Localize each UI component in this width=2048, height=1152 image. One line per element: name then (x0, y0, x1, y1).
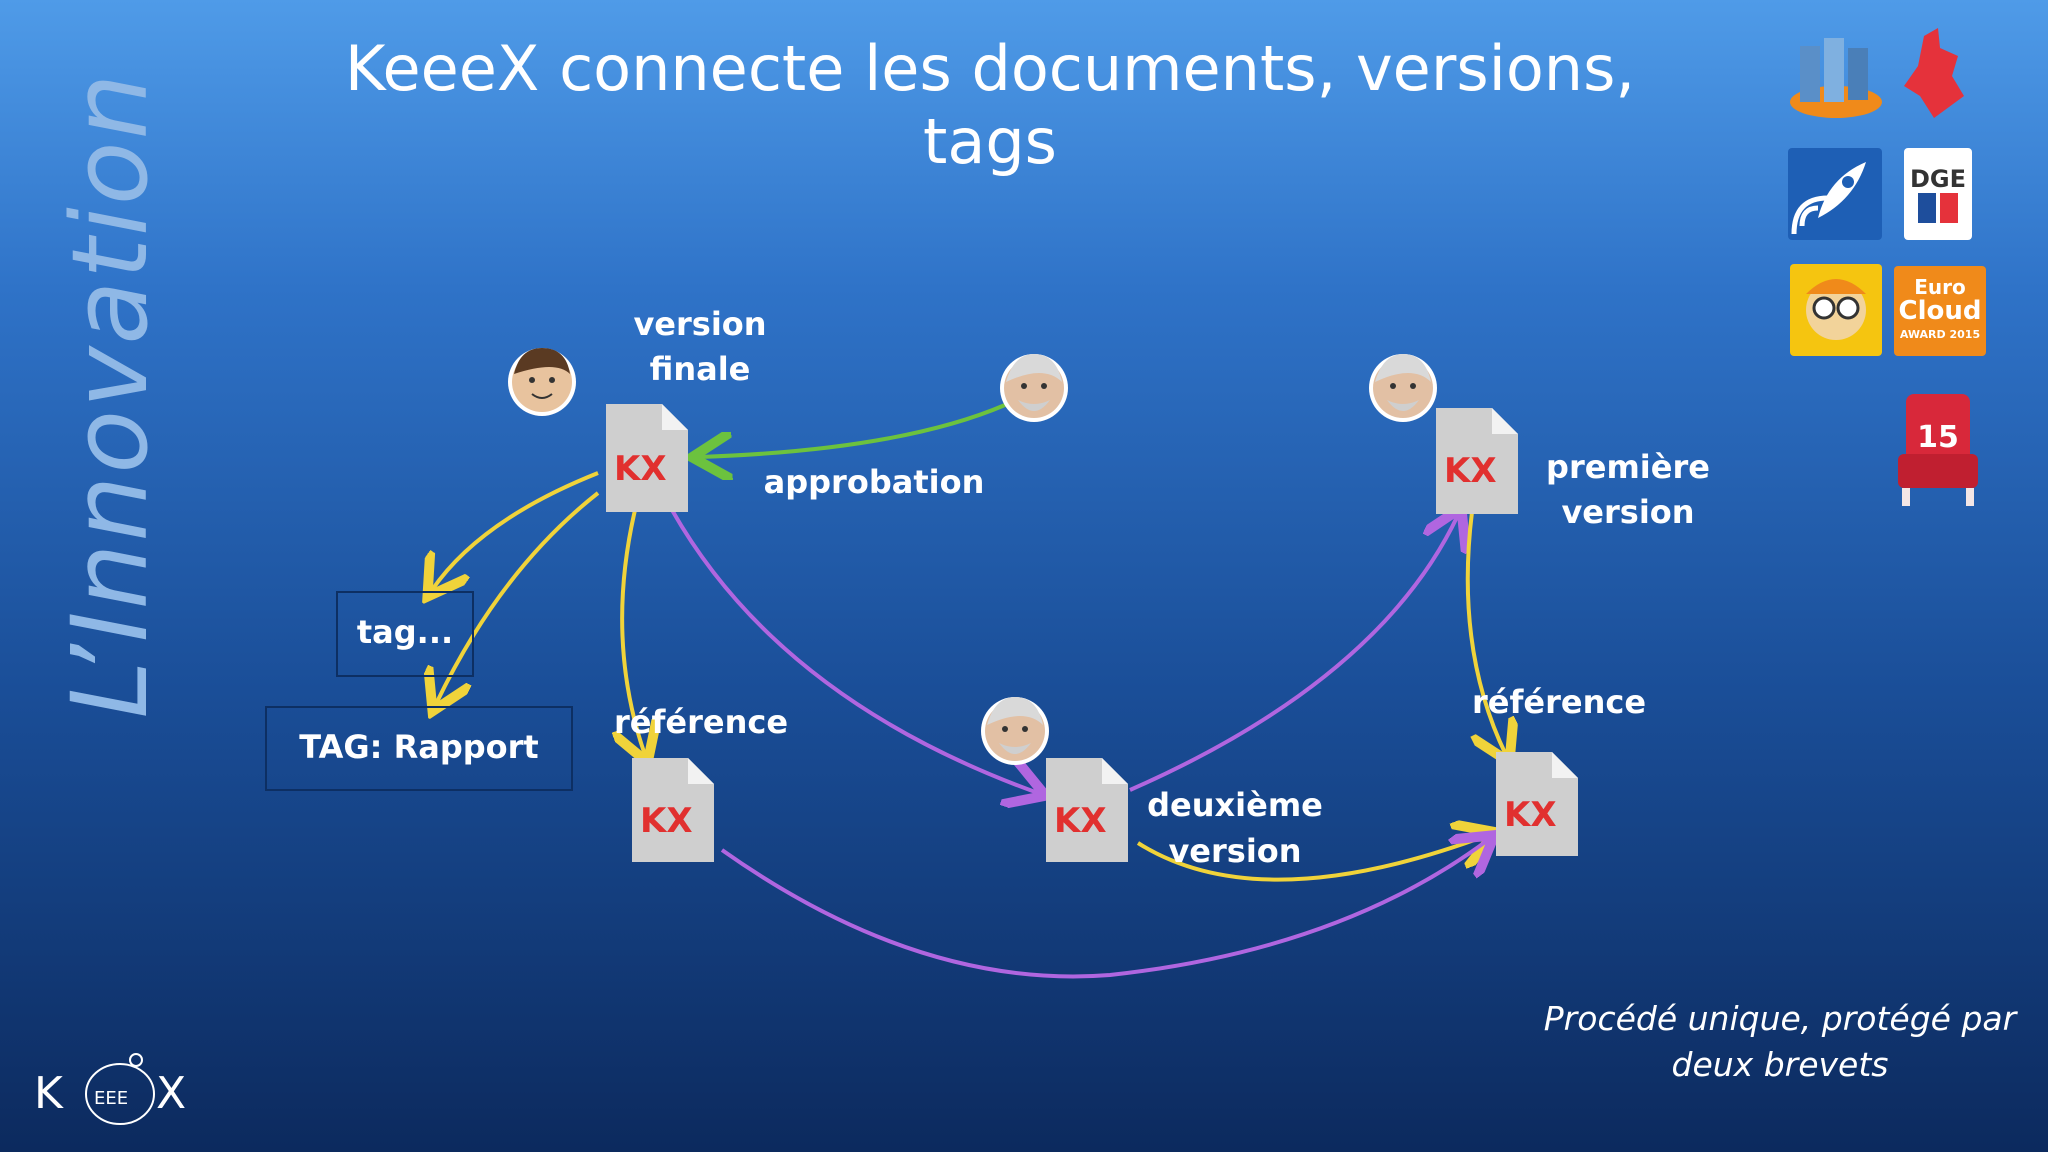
svg-text:KX: KX (1444, 451, 1497, 491)
logo-x: X (156, 1068, 186, 1119)
tag-rapport-box (265, 706, 573, 791)
eurocloud-line3: AWARD 2015 (1899, 328, 1981, 341)
document-version-finale-icon: KX (606, 404, 688, 512)
footnote-line1: Procédé unique, protégé par (1543, 999, 2017, 1038)
label-version-finale-line2: finale (650, 350, 751, 388)
rocket-icon (1791, 162, 1866, 235)
document-premiere-version-icon: KX (1436, 408, 1518, 514)
edge-deuxieme-to-premiere (1129, 515, 1458, 792)
logo-k: K (34, 1068, 64, 1119)
badge-rocket (1788, 148, 1882, 240)
document-deuxieme-version-icon: KX (1046, 758, 1128, 862)
dge-label: DGE (1909, 165, 1966, 193)
edge-tag-generic (432, 471, 599, 590)
label-reference-right: référence (1472, 683, 1646, 721)
label-version-finale-line1: version (633, 305, 766, 343)
edge-reference-right (1465, 511, 1506, 755)
label-premiere-version-line1: première (1546, 448, 1710, 486)
badge-cup-logo (1786, 32, 1886, 122)
badge-eurocloud: Euro Cloud AWARD 2015 (1894, 266, 1986, 356)
chair-number: 15 (1917, 420, 1959, 455)
document-reference-left-icon: KX (632, 758, 714, 862)
edge-reference-left-to-right (720, 840, 1488, 979)
svg-text:KX: KX (614, 449, 667, 489)
edge-approbation (700, 403, 1006, 457)
keeex-logo-graphic: K EEE X (34, 1053, 186, 1125)
slide-title: KeeeX connecte les documents, versions, … (344, 32, 1636, 178)
logo-eee: EEE (94, 1088, 128, 1109)
character-icon (1806, 279, 1866, 340)
keeex-logo: K EEE X (30, 1040, 210, 1130)
business-france-icon (1918, 193, 1958, 223)
avatar-young-man (508, 348, 576, 416)
eurocloud-line2: Cloud (1898, 296, 1982, 326)
edge-tag-rapport (436, 491, 600, 704)
svg-text:KX: KX (640, 801, 693, 841)
edge-reference-left (622, 509, 645, 755)
badge-french-tech-rooster (1894, 26, 1972, 122)
chair-icon (1898, 394, 1978, 506)
document-reference-right-icon: KX (1496, 752, 1578, 856)
label-premiere-version-line2: version (1561, 493, 1694, 531)
avatar-older-man-approver (1000, 354, 1068, 422)
label-tag-rapport: TAG: Rapport (299, 728, 538, 766)
tag-generic-box (336, 591, 474, 677)
footnote-line2: deux brevets (1671, 1045, 1889, 1084)
svg-text:KX: KX (1504, 795, 1557, 835)
edge-finale-to-deuxieme (670, 509, 1038, 793)
edge-deuxieme-reference (1136, 835, 1488, 882)
label-deuxieme-version-line2: version (1168, 832, 1301, 870)
badge-cartoon-character (1790, 264, 1882, 356)
rooster-icon (1904, 28, 1964, 118)
avatar-older-man-premiere (1369, 354, 1437, 422)
label-tag-generic: tag... (357, 613, 453, 651)
footnote: Procédé unique, protégé par deux brevets (1520, 996, 2040, 1088)
label-reference-left: référence (614, 703, 788, 741)
label-approbation: approbation (764, 463, 985, 501)
eurocloud-line1: Euro (1914, 275, 1966, 299)
label-deuxieme-version-line1: deuxième (1147, 786, 1323, 824)
svg-text:KX: KX (1054, 801, 1107, 841)
badge-dge: DGE (1904, 148, 1972, 240)
cup-icon (1790, 38, 1882, 118)
badge-chair-15: 15 (1892, 384, 1984, 508)
avatar-older-man-deuxieme (981, 697, 1049, 765)
